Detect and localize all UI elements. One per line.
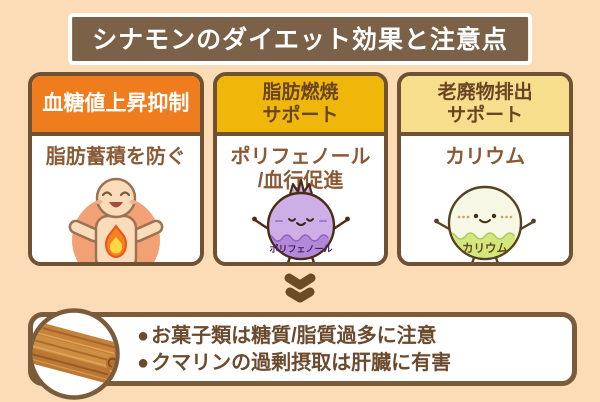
potassium-character-illustration: カリウム (434, 185, 537, 262)
card-fat-burning-text: ポリフェノール /血行促進 (230, 146, 371, 192)
effect-cards-row: 血糖値上昇抑制 脂肪蓄積を防ぐ (28, 72, 574, 266)
card-blood-sugar-text: 脂肪蓄積を防ぐ (45, 146, 186, 168)
potassium-character-label: カリウム (462, 242, 508, 255)
caution-note-box: ●お菓子類は糖質/脂質過多に注意 ●クマリンの過剰摂取は肝臓に有害 (28, 312, 577, 386)
card-waste-elimination-text: カリウム (445, 146, 526, 168)
card-blood-sugar: 血糖値上昇抑制 脂肪蓄積を防ぐ (28, 72, 204, 266)
note-item-sweets: ●お菓子類は糖質/脂質過多に注意 (137, 325, 572, 347)
bullet-icon: ● (137, 351, 150, 374)
card-fat-burning-header: 脂肪燃焼 サポート (216, 76, 385, 136)
polyphenol-character-illustration: ポリフェノール (251, 178, 350, 262)
note-item-coumarin-text: クマリンの過剰摂取は肝臓に有害 (151, 351, 452, 374)
double-chevron-down-icon (284, 273, 316, 303)
card-blood-sugar-body: 脂肪蓄積を防ぐ (32, 136, 200, 262)
page-title: シナモンのダイエット効果と注意点 (68, 13, 532, 65)
card-waste-elimination-header: 老廃物排出 サポート (401, 76, 570, 136)
card-waste-elimination: 老廃物排出 サポート カリウム (397, 72, 574, 266)
card-fat-burning: 脂肪燃焼 サポート ポリフェノール /血行促進 (212, 72, 389, 266)
polyphenol-character-label: ポリフェノール (269, 243, 332, 254)
cinnamon-sticks-photo (26, 308, 122, 400)
note-item-sweets-text: お菓子類は糖質/脂質過多に注意 (151, 324, 437, 347)
bullet-icon: ● (137, 324, 150, 347)
fat-burn-person-illustration (68, 177, 164, 262)
card-fat-burning-body: ポリフェノール /血行促進 (216, 136, 385, 262)
card-blood-sugar-header: 血糖値上昇抑制 (32, 76, 200, 136)
note-item-coumarin: ●クマリンの過剰摂取は肝臓に有害 (137, 352, 572, 374)
card-waste-elimination-body: カリウム (401, 136, 570, 262)
